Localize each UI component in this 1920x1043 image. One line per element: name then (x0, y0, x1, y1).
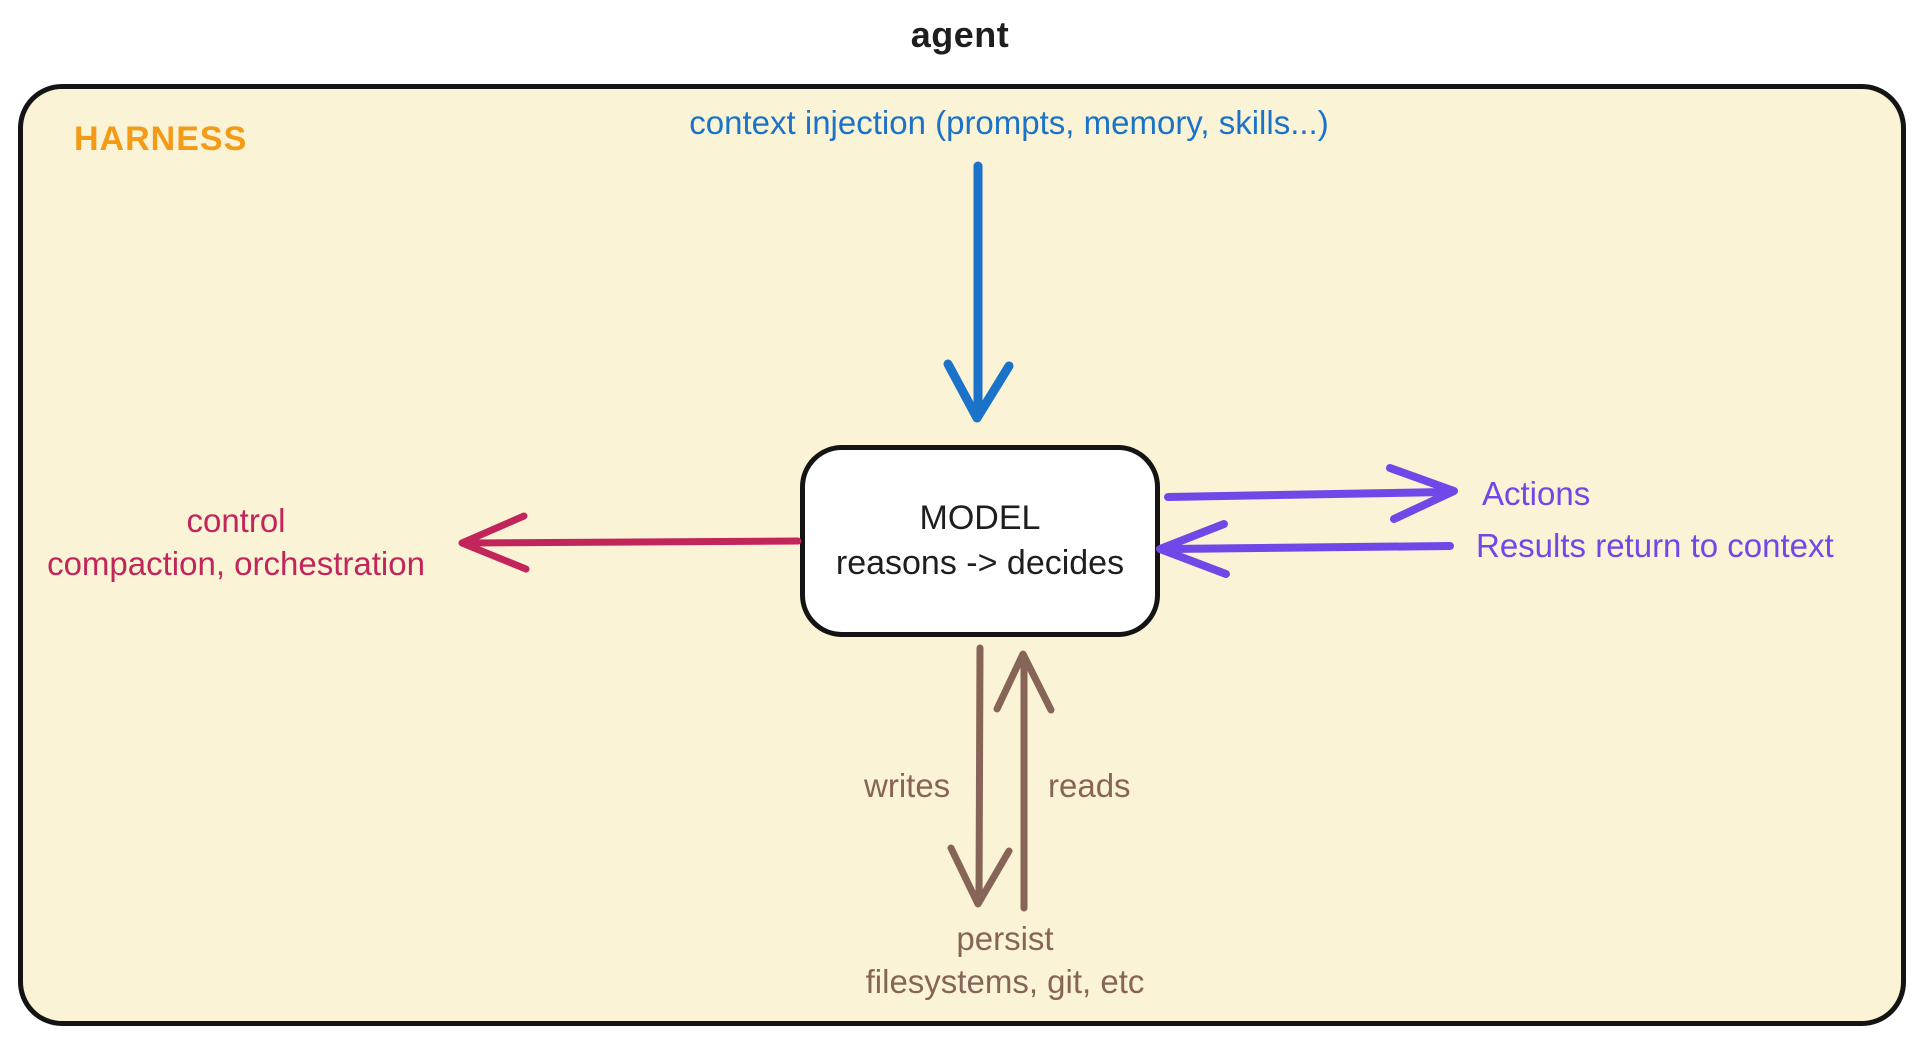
actions-label: Actions (1482, 475, 1591, 512)
diagram-title: agent (910, 14, 1010, 55)
reads-label: reads (1048, 767, 1131, 804)
harness-label: HARNESS (74, 120, 248, 158)
results-label: Results return to context (1476, 527, 1834, 564)
model-node: MODEL reasons -> decides (800, 445, 1160, 637)
writes-label: writes (864, 767, 951, 804)
context-injection-label: context injection (prompts, memory, skil… (689, 104, 1329, 141)
control-label-line2: compaction, orchestration (47, 544, 425, 582)
persist-label-line1: persist (956, 920, 1054, 957)
model-subtitle: reasons -> decides (835, 544, 1125, 582)
control-label: control compaction, orchestration (24, 500, 448, 586)
persist-label: persist filesystems, git, etc (845, 918, 1165, 1004)
persist-label-line2: filesystems, git, etc (865, 962, 1145, 1000)
control-label-line1: control (186, 502, 286, 539)
model-title: MODEL (919, 498, 1041, 537)
